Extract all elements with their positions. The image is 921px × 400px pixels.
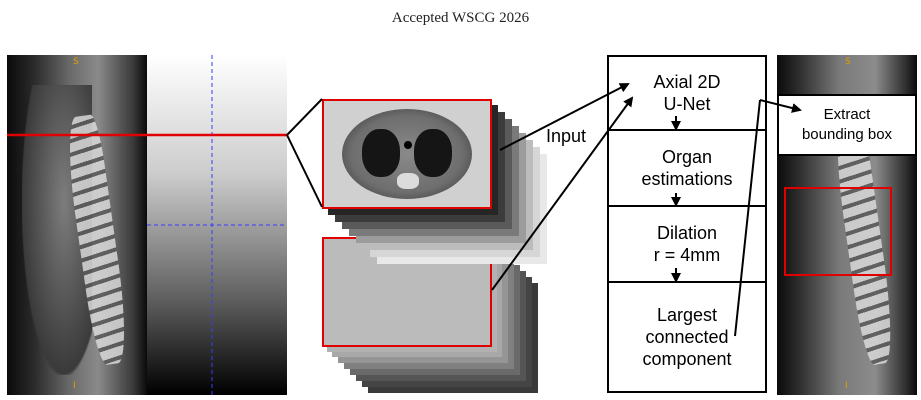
zoom-line-bottom xyxy=(286,134,323,208)
right-lung xyxy=(414,129,452,177)
step-dilation: Dilation r = 4mm xyxy=(607,205,767,283)
zoom-line-top xyxy=(286,98,323,136)
superior-marker: S xyxy=(845,57,851,67)
crosshair xyxy=(147,55,287,395)
axial-ct-slice xyxy=(322,99,492,209)
bounding-box-result xyxy=(784,187,892,276)
extract-bounding-box-label: Extract bounding box xyxy=(777,94,917,156)
step-largest-component: Largest connected component xyxy=(607,281,767,393)
trachea xyxy=(404,141,412,149)
sagittal-ct-image: S I xyxy=(7,55,147,395)
vertebra xyxy=(397,173,419,189)
step-organ-estimations: Organ estimations xyxy=(607,129,767,207)
output-line xyxy=(734,99,761,337)
left-lung xyxy=(362,129,400,177)
output-arrow xyxy=(759,99,802,113)
input-label: Input xyxy=(546,126,587,146)
intensity-gradient-panel xyxy=(147,55,287,395)
input-arrow-axial xyxy=(499,83,630,151)
inferior-marker: I xyxy=(845,381,848,391)
header-caption: Accepted WSCG 2026 xyxy=(391,10,530,26)
inferior-marker: I xyxy=(73,381,76,391)
step-unet: Axial 2D U-Net xyxy=(607,55,767,131)
input-arrow-grey xyxy=(491,96,634,291)
superior-marker: S xyxy=(73,57,79,67)
